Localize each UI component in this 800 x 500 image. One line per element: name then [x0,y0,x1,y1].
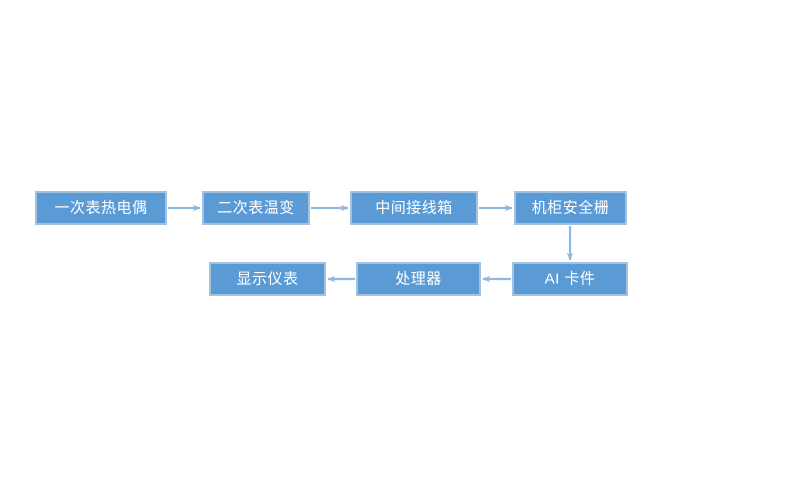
node-display[interactable]: 显示仪表 [209,262,326,296]
node-safety-barrier-label: 机柜安全栅 [531,199,610,216]
node-thermocouple[interactable]: 一次表热电偶 [35,191,167,225]
node-transmitter[interactable]: 二次表温变 [202,191,310,225]
node-ai-card-label: AI 卡件 [544,270,596,287]
node-transmitter-label: 二次表温变 [217,199,295,216]
node-display-label: 显示仪表 [236,270,299,287]
node-junction-box-label: 中间接线箱 [375,199,453,216]
node-processor[interactable]: 处理器 [356,262,481,296]
node-thermocouple-label: 一次表热电偶 [54,199,148,216]
node-safety-barrier[interactable]: 机柜安全栅 [514,191,627,225]
node-processor-label: 处理器 [395,270,442,287]
node-junction-box[interactable]: 中间接线箱 [350,191,478,225]
node-ai-card[interactable]: AI 卡件 [512,262,628,296]
